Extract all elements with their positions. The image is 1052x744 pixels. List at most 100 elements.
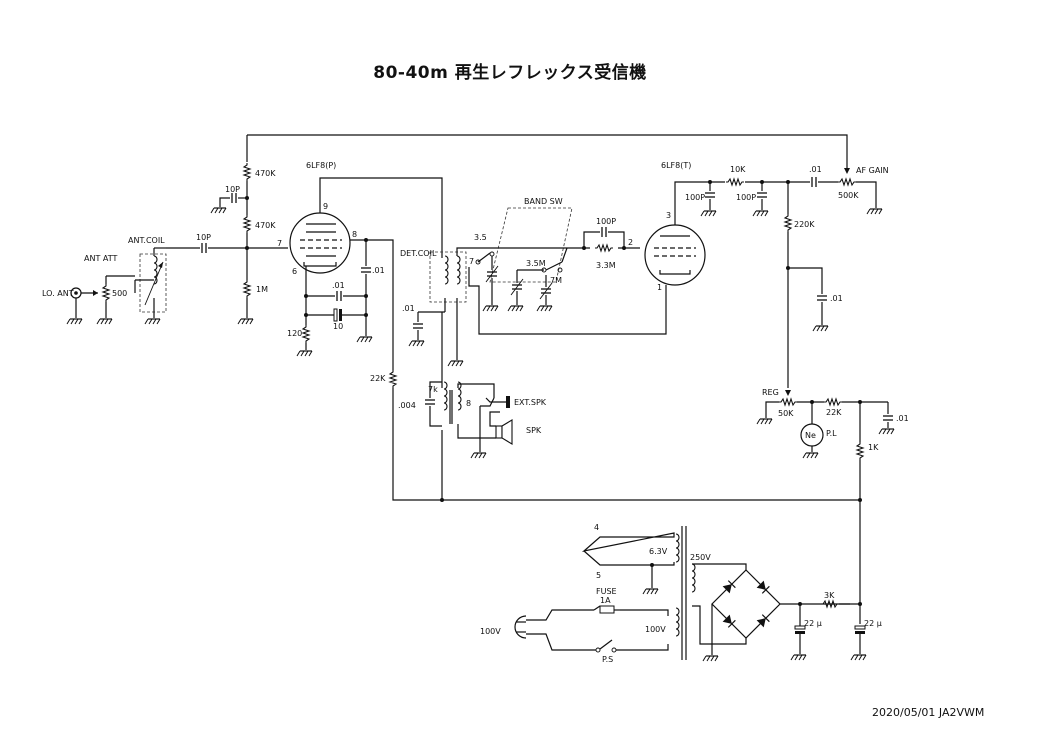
variable-capacitor-1[interactable]: [485, 265, 499, 283]
label-10-cathode: 10: [333, 322, 343, 331]
label-lo-ant: LO. ANT: [42, 289, 74, 298]
capacitor-004: [424, 399, 436, 405]
label-100v-sec: 100V: [645, 625, 666, 634]
label-22k-pl: 22K: [826, 408, 842, 417]
label-10k: 10K: [730, 165, 746, 174]
resistor-3-3m: [590, 243, 618, 253]
potentiometer-reg[interactable]: [778, 390, 798, 406]
capacitor-10p-input: [201, 242, 207, 254]
label-01-pl: .01: [896, 414, 909, 423]
ant-coil-shield: [139, 253, 167, 313]
label-neon: Ne: [805, 431, 816, 440]
label-sw-7m: 7M: [550, 276, 562, 285]
resistor-1k: [856, 441, 864, 461]
label-reg: REG: [762, 388, 779, 397]
capacitor-100p-grid: [601, 226, 607, 238]
ext-speaker-jack[interactable]: [480, 396, 510, 408]
label-pin1: 1: [657, 283, 662, 292]
label-tube-6lf8-t: 6LF8(T): [661, 161, 691, 170]
capacitor-22u-a: [794, 604, 806, 654]
page-title: 80-40m 再生レフレックス受信機: [373, 63, 647, 83]
label-pin8: 8: [352, 230, 357, 239]
label-10p-top: 10P: [225, 185, 240, 194]
tube-6lf8-p: [289, 212, 351, 274]
ac-plug: [514, 615, 527, 639]
speaker: [495, 419, 513, 445]
label-120: 120: [287, 329, 302, 338]
band-switch-outline: [489, 207, 573, 283]
band-switch-contact-a[interactable]: [475, 251, 495, 265]
resistor-22k-v1: [389, 369, 397, 389]
label-01-v2: .01: [830, 294, 843, 303]
variable-capacitor-2[interactable]: [510, 278, 524, 296]
label-22u-b: 22 μ: [864, 619, 882, 628]
det-coil-primary: [444, 255, 449, 285]
capacitor-10-electrolytic: [333, 308, 342, 322]
label-tube-6lf8-p: 6LF8(P): [306, 161, 336, 170]
label-22k-v1: 22K: [370, 374, 386, 383]
det-coil-secondary: [456, 255, 461, 285]
resistor-22k-pl: [823, 398, 843, 406]
label-1k: 1K: [868, 443, 879, 452]
label-01-v1: .01: [372, 266, 385, 275]
resistor-10k: [725, 177, 745, 187]
det-coil-shield: [429, 251, 467, 303]
label-ps: P.S: [602, 655, 613, 664]
tube-6lf8-t: [644, 224, 706, 286]
potentiometer-af-gain[interactable]: [837, 168, 857, 186]
label-100p-grid: 100P: [596, 217, 616, 226]
label-470k-top: 470K: [255, 169, 276, 178]
label-6-3v: 6.3V: [649, 547, 668, 556]
label-pin3: 3: [666, 211, 671, 220]
label-220k: 220K: [794, 220, 815, 229]
label-fuse: FUSE: [596, 587, 617, 596]
resistor-220k: [784, 213, 792, 233]
capacitor-01-v1: [360, 267, 372, 273]
label-out-8: 8: [466, 399, 471, 408]
capacitor-01-det: [412, 323, 424, 329]
potentiometer-500[interactable]: [93, 283, 110, 303]
output-transformer: [443, 381, 462, 424]
capacitor-01-af: [811, 176, 817, 188]
label-sw-35m: 3.5M: [526, 259, 546, 268]
label-pin6: 6: [292, 267, 297, 276]
label-band-sw: BAND SW: [524, 197, 563, 206]
label-500k: 500K: [838, 191, 859, 200]
label-det-pin7: 7: [469, 257, 474, 266]
label-500: 500: [112, 289, 127, 298]
label-ant-att: ANT ATT: [84, 254, 117, 263]
label-ext-spk: EXT.SPK: [514, 398, 547, 407]
label-3-3m: 3.3M: [596, 261, 616, 270]
label-tr4: 4: [594, 523, 599, 532]
capacitor-01-pl: [882, 415, 894, 421]
capacitor-100p-a: [704, 192, 716, 198]
label-01-det: .01: [402, 304, 415, 313]
label-470k-mid: 470K: [255, 221, 276, 230]
label-det-coil: DET.COIL: [400, 249, 437, 258]
label-pin7-v1: 7: [277, 239, 282, 248]
power-switch[interactable]: [595, 639, 617, 653]
fuse-1a: [593, 605, 620, 614]
power-transformer: [675, 526, 696, 660]
label-3k: 3K: [824, 591, 835, 600]
capacitor-01-v2: [816, 295, 828, 301]
author-date-footer: 2020/05/01 JA2VWM: [872, 706, 985, 719]
label-pin2: 2: [628, 238, 633, 247]
label-pl: P.L: [826, 429, 837, 438]
bridge-rectifier: [711, 569, 781, 639]
top-rail-wire: [246, 134, 848, 168]
label-tr5: 5: [596, 571, 601, 580]
resistor-120: [302, 324, 310, 344]
label-af-gain: AF GAIN: [856, 166, 889, 175]
label-100p-a: 100P: [685, 193, 705, 202]
label-01-cathode: .01: [332, 281, 345, 290]
label-100p-b: 100P: [736, 193, 756, 202]
label-01-af: .01: [809, 165, 822, 174]
label-1m: 1M: [256, 285, 268, 294]
resistor-1m: [243, 279, 251, 299]
capacitor-100p-b: [756, 192, 768, 198]
label-50k: 50K: [778, 409, 794, 418]
label-22u-a: 22 μ: [804, 619, 822, 628]
variable-capacitor-3[interactable]: [539, 275, 553, 300]
